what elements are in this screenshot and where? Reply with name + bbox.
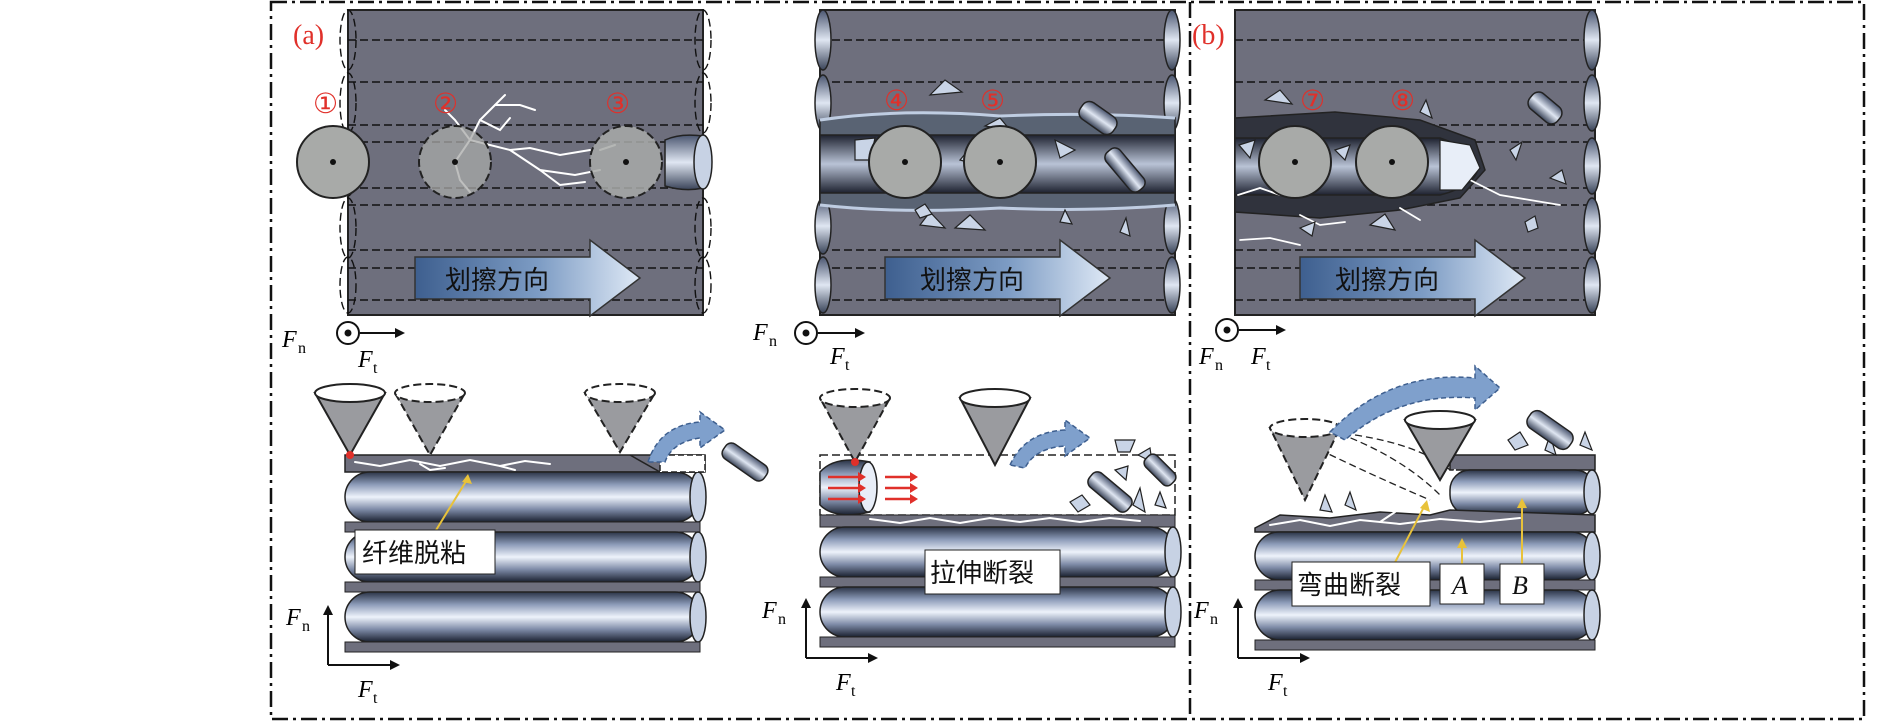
marker-5: ⑤	[980, 86, 1005, 117]
fn-sub-5: n	[778, 611, 786, 628]
marker-1: ①	[313, 89, 338, 120]
fn-sub-6: n	[1210, 611, 1218, 628]
top-block-3: ⑦ ⑧ 划擦方向	[1234, 9, 1601, 318]
direction-label-1: 划擦方向	[445, 266, 549, 296]
marker-4: ④	[884, 86, 909, 117]
caption-tensile: 拉伸断裂	[930, 559, 1034, 589]
marker-3: ③	[605, 89, 630, 120]
caption-b: B	[1512, 571, 1528, 600]
bottom-block-1: 纤维脱粘	[313, 383, 769, 653]
direction-arrow-1	[414, 238, 642, 318]
fn-label-3: F	[1198, 344, 1214, 370]
force-axes-bottom-3	[1233, 598, 1310, 663]
force-axes-top-1	[336, 321, 405, 345]
bottom-block-2: 拉伸断裂	[818, 388, 1182, 648]
fn-sub-2: n	[769, 333, 777, 350]
force-axes-top-3	[1215, 318, 1286, 342]
marker-2: ②	[433, 89, 458, 120]
ft-label-3: F	[1250, 344, 1266, 370]
marker-8: ⑧	[1390, 86, 1415, 117]
fn-label-4: F	[285, 605, 301, 631]
force-axes-bottom-1	[323, 605, 400, 670]
ft-sub-5: t	[851, 683, 856, 700]
ft-sub-2: t	[845, 357, 850, 374]
ft-label-4: F	[357, 677, 373, 703]
fn-label-5: F	[761, 598, 777, 624]
caption-bending: 弯曲断裂	[1297, 571, 1401, 601]
direction-arrow-2	[884, 238, 1112, 318]
ft-label-6: F	[1267, 670, 1283, 696]
ft-label-5: F	[835, 670, 851, 696]
marker-7: ⑦	[1300, 86, 1325, 117]
fn-sub-4: n	[302, 618, 310, 635]
panel-label-a: (a)	[293, 20, 324, 51]
fn-sub-3: n	[1215, 357, 1223, 374]
force-axes-bottom-2	[801, 598, 878, 663]
ft-label-2: F	[829, 344, 845, 370]
ft-sub-1: t	[373, 360, 378, 377]
top-block-2: ④ ⑤ 划擦方向	[814, 9, 1181, 318]
outer-frame	[269, 0, 1866, 721]
top-block-1: ① ② ③ 划擦方向	[296, 9, 713, 318]
fn-label-1: F	[281, 327, 297, 353]
fn-sub-1: n	[298, 340, 306, 357]
fn-label-2: F	[752, 320, 768, 346]
fn-label-6: F	[1193, 598, 1209, 624]
caption-debond: 纤维脱粘	[362, 539, 466, 569]
bottom-block-3: 弯曲断裂 A B	[1254, 364, 1601, 651]
panel-label-b: (b)	[1192, 20, 1225, 51]
ft-sub-3: t	[1266, 357, 1271, 374]
force-axes-top-2	[794, 321, 865, 345]
ft-sub-6: t	[1283, 683, 1288, 700]
caption-a: A	[1450, 571, 1468, 600]
direction-label-2: 划擦方向	[920, 266, 1024, 296]
ft-label-1: F	[357, 347, 373, 373]
ft-sub-4: t	[373, 690, 378, 707]
direction-label-3: 划擦方向	[1335, 266, 1439, 296]
direction-arrow-3	[1299, 238, 1527, 318]
